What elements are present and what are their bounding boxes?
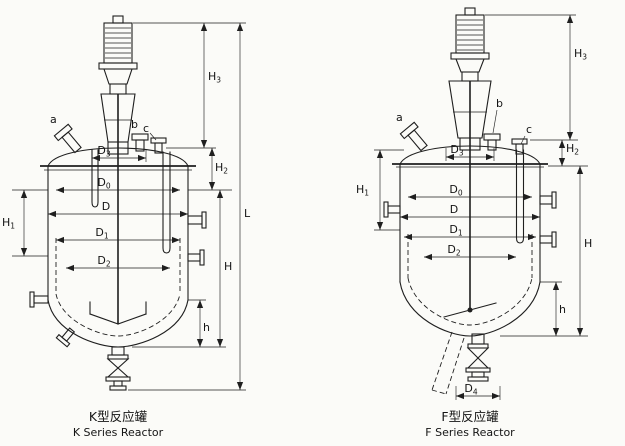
f-dim-label-D2: D2 (447, 243, 460, 258)
f-vessel (392, 145, 548, 337)
k-nozzle-c (149, 132, 167, 154)
f-dim-label-D: D (450, 203, 458, 216)
f-discharge-chute-hidden (431, 331, 465, 395)
k-dip-tube-short (91, 149, 99, 208)
k-reactor: a b c D3 D0 D D1 D2 H1 H3 H2 H L h (2, 15, 251, 391)
f-dim-label-H3: H3 (574, 47, 587, 62)
k-agitator (89, 301, 147, 325)
f-side-nozzles (383, 191, 557, 248)
k-bottom-drain-nozzle (55, 327, 76, 348)
k-nozzle-b (131, 133, 149, 152)
f-nozzle-b (483, 109, 501, 151)
k-dip-tube-long (162, 151, 171, 254)
f-dim-label-H2: H2 (566, 142, 579, 157)
k-nozzle-label-c: c (143, 122, 149, 135)
f-nozzle-a (399, 121, 428, 152)
k-motor (98, 15, 138, 95)
f-nozzle-label-c: c (526, 123, 532, 136)
k-dim-label-H3: H3 (208, 70, 221, 85)
k-nozzle-label-b: b (131, 118, 138, 131)
k-dimensions (12, 22, 246, 391)
f-dim-label-D1: D1 (449, 223, 462, 238)
k-bottom-valve (105, 346, 131, 391)
f-reactor: a b c D3 D0 D D1 D2 D4 H1 H3 H2 H h (356, 7, 592, 400)
f-dimensions (374, 14, 588, 400)
f-motor (450, 7, 490, 82)
k-dim-label-D3: D3 (97, 144, 110, 159)
f-bottom-valve (465, 333, 491, 382)
k-dim-label-H2: H2 (215, 161, 228, 176)
k-caption-en: K Series Reactor (73, 426, 164, 439)
k-dim-label-D2: D2 (97, 254, 110, 269)
k-dim-label-H: H (224, 260, 232, 273)
k-caption-cn: K型反应罐 (89, 409, 148, 424)
f-nozzle-c (511, 135, 528, 155)
k-dim-label-H1: H1 (2, 216, 15, 231)
k-nozzle-label-a: a (50, 113, 57, 126)
f-dim-label-H1: H1 (356, 183, 369, 198)
k-dim-label-h: h (203, 321, 210, 334)
f-caption-en: F Series Reactor (425, 426, 515, 439)
f-nozzle-label-a: a (396, 111, 403, 124)
f-dim-label-h: h (559, 303, 566, 316)
k-nozzle-a (53, 123, 82, 154)
k-dim-label-D0: D0 (97, 176, 110, 191)
f-nozzle-label-b: b (496, 97, 503, 110)
k-labels: a b c D3 D0 D D1 D2 H1 H3 H2 H L h (2, 70, 251, 334)
k-dim-label-L: L (244, 207, 251, 220)
f-labels: a b c D3 D0 D D1 D2 D4 H1 H3 H2 H h (356, 47, 592, 397)
f-dim-label-D0: D0 (449, 183, 462, 198)
f-dim-label-H: H (584, 237, 592, 250)
f-dim-label-D3: D3 (450, 143, 463, 158)
captions: K型反应罐 K Series Reactor F型反应罐 F Series Re… (73, 409, 515, 439)
k-side-nozzles (29, 211, 207, 308)
f-dim-label-D4: D4 (464, 382, 477, 397)
k-dim-label-D: D (102, 200, 110, 213)
f-agitator (443, 302, 497, 318)
f-caption-cn: F型反应罐 (441, 409, 499, 424)
k-dim-label-D1: D1 (95, 226, 108, 241)
